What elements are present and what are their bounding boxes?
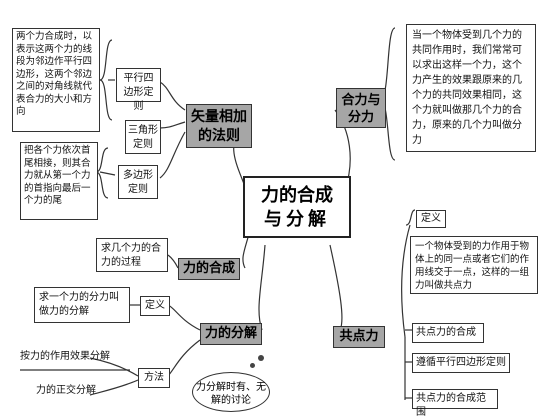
triangle-rule-label: 三角形定则	[125, 120, 161, 154]
concurrent-definition-text: 一个物体受到的力作用于物体上的同一点或者它们的作用线交于一点，这样的一组力叫做共…	[410, 236, 538, 294]
decomposition-method-effect: 按力的作用效果分解	[20, 351, 110, 362]
resultant-description: 当一个物体受到几个力的共同作用时，我们常常可以求出这样一个力，这个力产生的效果跟…	[406, 24, 536, 152]
resultant-topic: 合力与 分力	[336, 88, 386, 128]
center-topic-line2: 与分解	[264, 209, 330, 230]
composition-description: 求几个力的合力的过程	[96, 238, 168, 272]
concurrent-definition-label: 定义	[416, 210, 446, 228]
parallelogram-rule-description: 两个力合成时，以表示这两个力的线段为邻边作平行四边形，这两个邻边之间的对角线就代…	[12, 28, 100, 132]
decomposition-note-bubble: 力分解时有、无解的讨论	[192, 372, 270, 412]
center-topic: 力的合成 与分解	[243, 176, 351, 238]
center-topic-line1: 力的合成	[261, 185, 333, 206]
decomposition-topic: 力的分解	[200, 323, 262, 345]
vector-rule-title-line1: 矢量相加	[191, 109, 247, 125]
polygon-rule-label: 多边形定则	[118, 165, 158, 199]
parallelogram-rule-label: 平行四边形定则	[116, 68, 161, 112]
concurrent-range: 共点力的合成范围	[412, 389, 498, 418]
bubble-dot-2	[250, 363, 255, 368]
resultant-title-line1: 合力与	[341, 93, 381, 108]
vector-rule-title-line2: 的法则	[198, 128, 240, 144]
concurrent-topic: 共点力	[333, 326, 385, 348]
polygon-rule-description: 把各个力依次首尾相接，则其合力就从第一个力的首指向最后一个力的尾	[20, 142, 98, 220]
concurrent-rule: 遵循平行四边形定则	[412, 353, 510, 373]
decomposition-definition-text: 求一个力的分力叫做力的分解	[34, 287, 130, 323]
bubble-dot-1	[258, 355, 264, 361]
decomposition-method-label: 方法	[138, 368, 170, 388]
decomposition-definition-label: 定义	[140, 296, 170, 316]
concurrent-composition-label: 共点力的合成	[412, 323, 484, 343]
resultant-title-line2: 分力	[347, 110, 374, 125]
composition-topic: 力的合成	[178, 258, 240, 280]
vector-rule-topic: 矢量相加 的法则	[186, 104, 252, 148]
decomposition-method-orthogonal: 力的正交分解	[36, 385, 96, 396]
